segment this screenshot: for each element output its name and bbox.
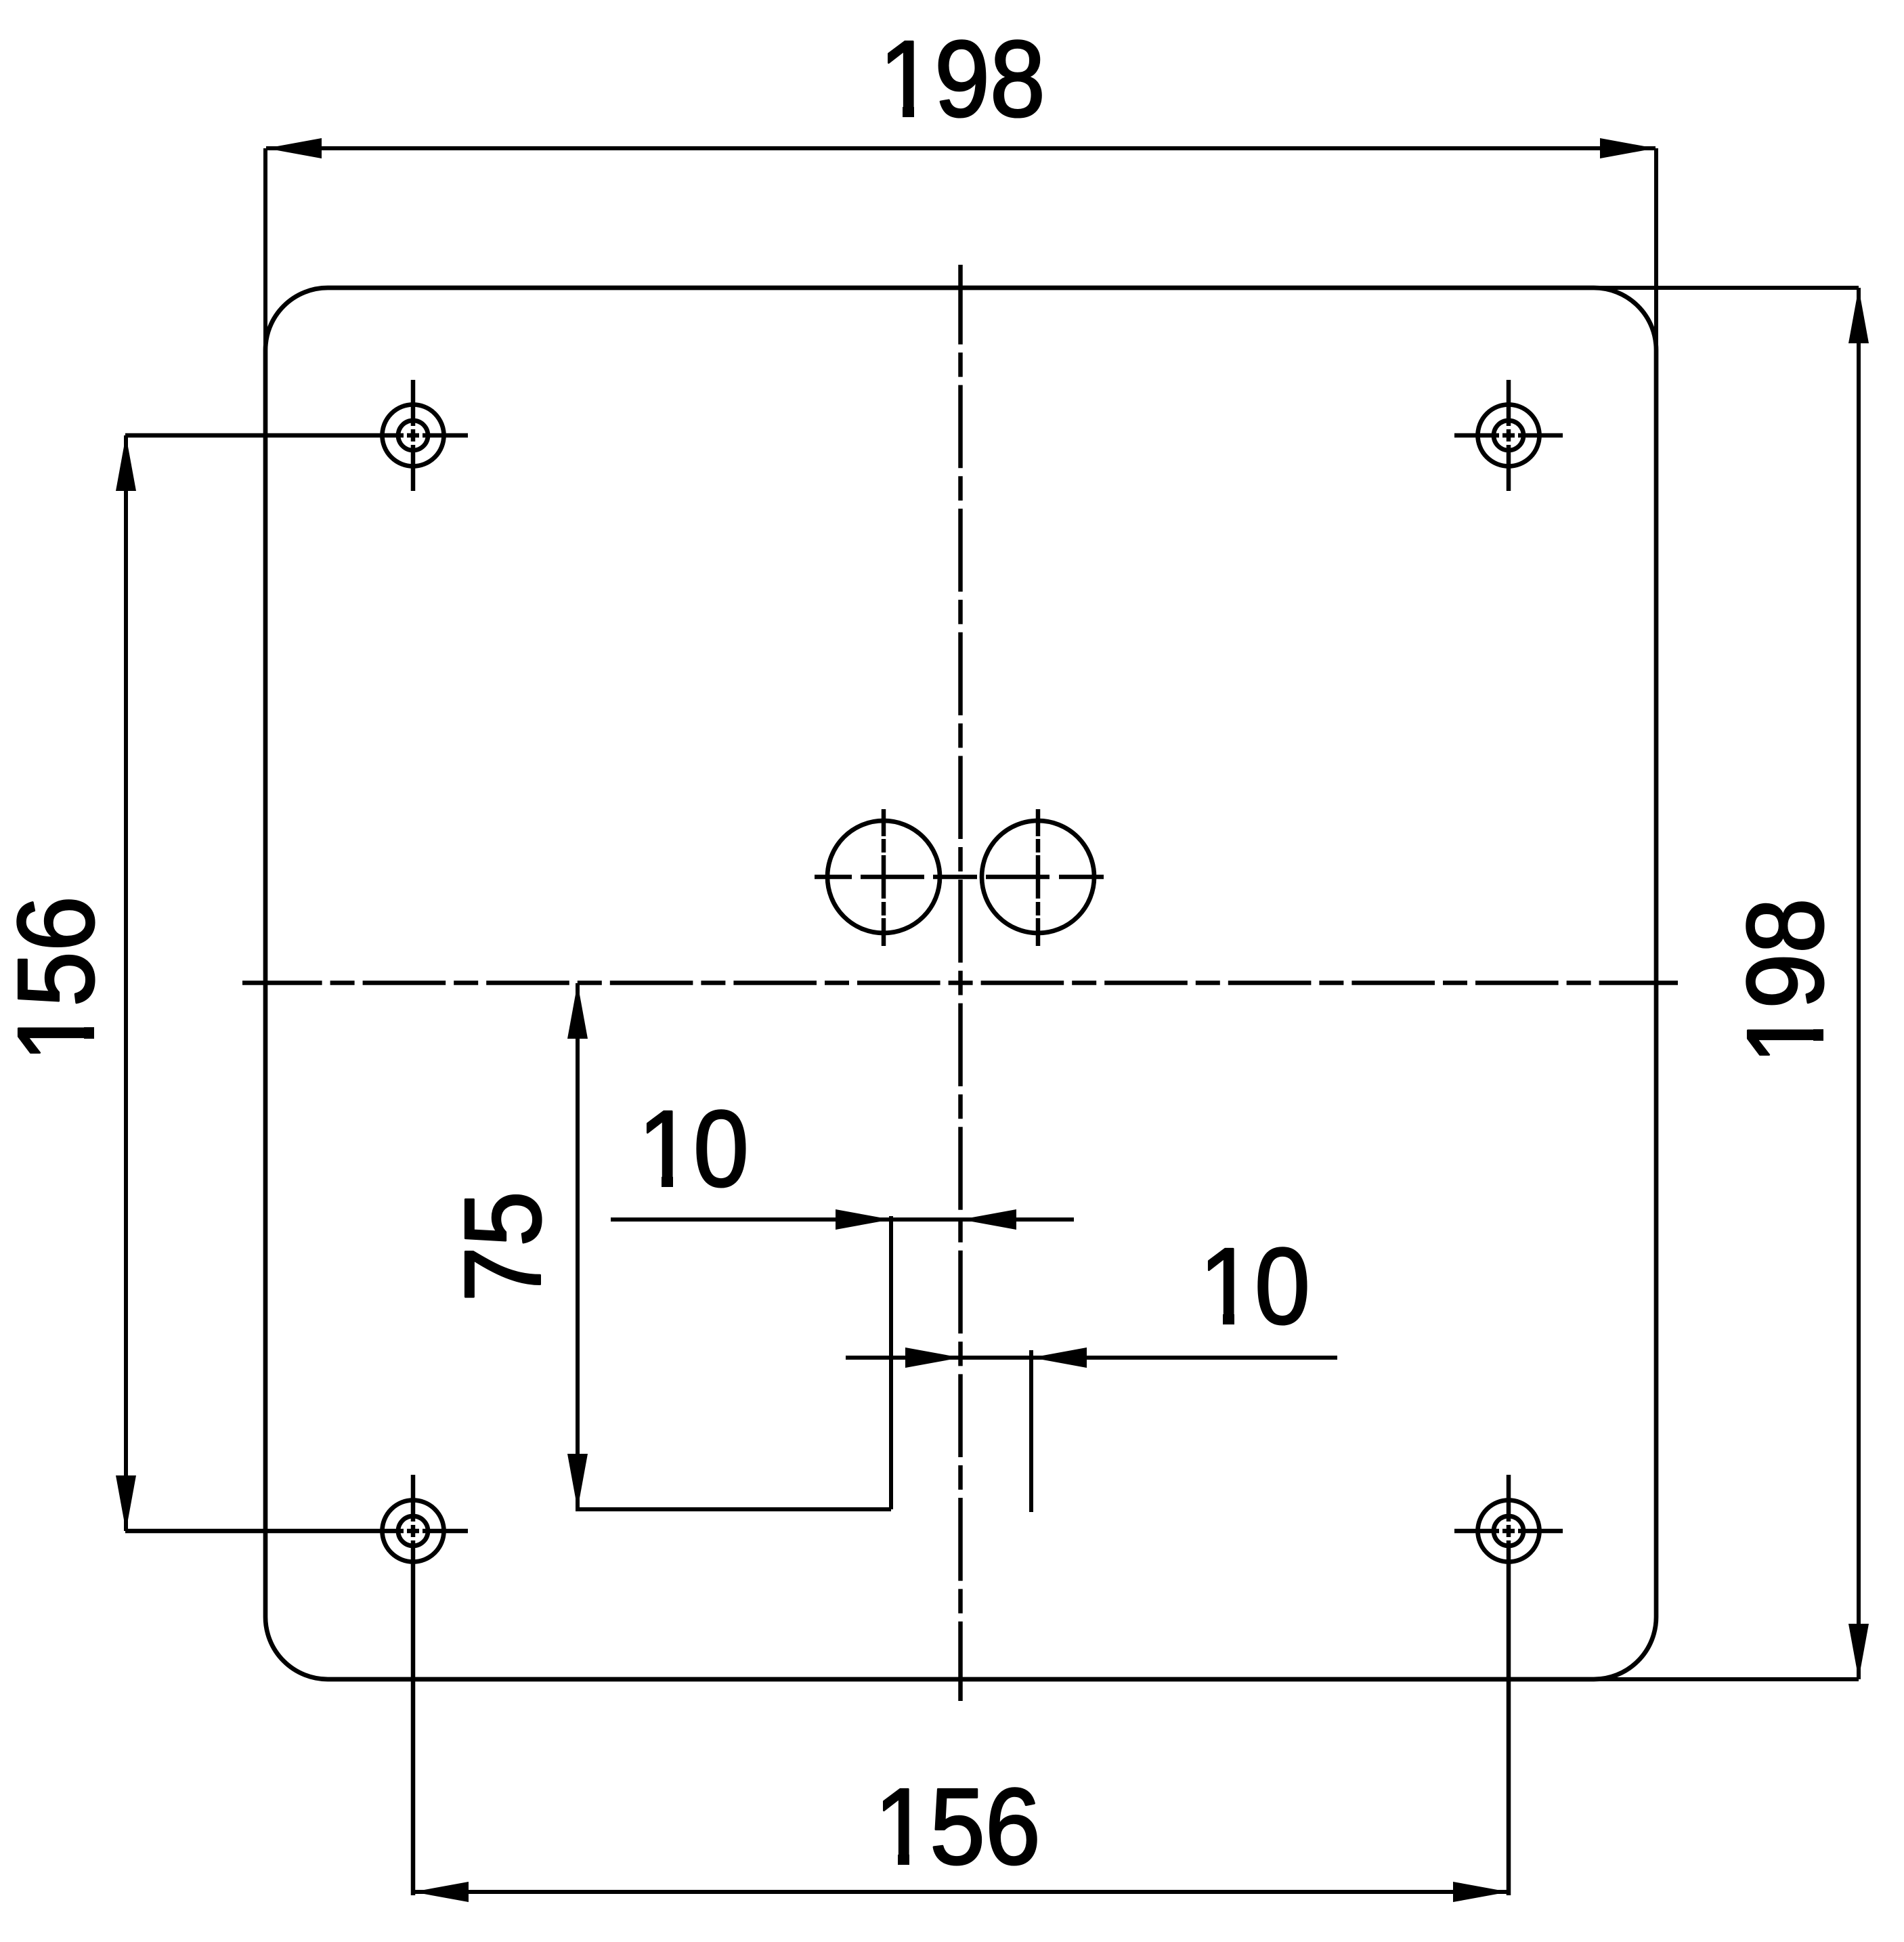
svg-text:156: 156 bbox=[874, 1766, 1041, 1887]
svg-text:156: 156 bbox=[0, 896, 116, 1062]
svg-text:75: 75 bbox=[442, 1191, 563, 1302]
svg-text:198: 198 bbox=[1725, 898, 1846, 1064]
svg-text:10: 10 bbox=[638, 1088, 749, 1209]
svg-text:198: 198 bbox=[879, 18, 1045, 139]
svg-text:10: 10 bbox=[1199, 1226, 1310, 1347]
